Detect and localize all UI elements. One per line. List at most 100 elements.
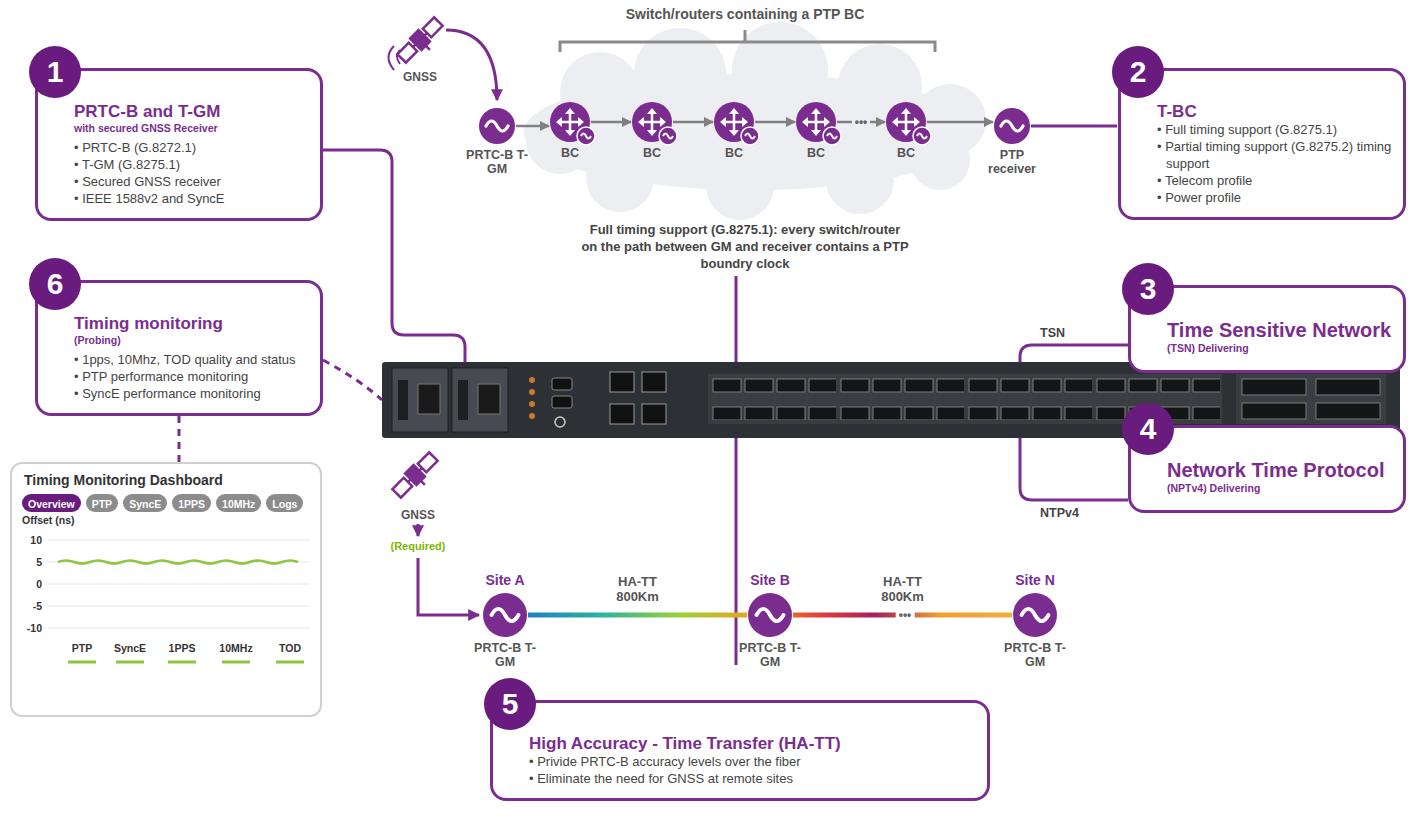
signal-name: TSN <box>1040 326 1065 340</box>
callout-box: PRTC-B and T-GMwith secured GNSS Receive… <box>35 68 323 221</box>
tab-label: SyncE <box>129 498 161 510</box>
bullet-item: • Partial timing support (G.8275.2) timi… <box>1157 139 1393 173</box>
site-clock: Site APRTC-B T-GM <box>483 593 527 637</box>
connector <box>528 613 747 618</box>
icon-label: BC <box>871 146 941 160</box>
dashboard-panel: Timing Monitoring DashboardOverviewPTPSy… <box>10 462 322 717</box>
box-subtitle: (Probing) <box>74 334 310 346</box>
axis-category: 10MHz <box>219 642 252 654</box>
edge-label: HA-TT 800Km <box>603 574 673 605</box>
bullet-item: • Eliminate the need for GNSS at remote … <box>529 771 977 788</box>
box-title: Timing monitoring <box>74 313 310 334</box>
offset-chart <box>48 540 310 662</box>
bullet-item: • Power profile <box>1157 190 1393 207</box>
bracket <box>560 30 935 52</box>
callout-box: Timing monitoring(Probing) • 1pps, 10Mhz,… <box>35 280 323 416</box>
callout-box: High Accuracy - Time Transfer (HA-TT)• P… <box>490 700 990 801</box>
tab-pill: SyncE <box>123 494 167 512</box>
bullet-item: • Privide PRTC-B accuracy levels over th… <box>529 754 977 771</box>
connector <box>673 121 713 124</box>
axis-tick: -10 <box>27 622 42 634</box>
tab-label: Overview <box>28 498 75 510</box>
box-subtitle: (NPTv4) Delivering <box>1167 482 1393 494</box>
router-icon: BC <box>886 102 926 142</box>
router-icon: BC <box>632 102 672 142</box>
signal-name: NTPv4 <box>1040 506 1079 520</box>
axis-title: Offset (ns) <box>22 514 75 526</box>
box-subtitle: (TSN) Delivering <box>1167 342 1393 354</box>
router-icon: BC <box>550 102 590 142</box>
axis-category: 1PPS <box>169 642 196 654</box>
tab-pill: 10MHz <box>216 494 261 512</box>
tab-pill: Logs <box>266 494 303 512</box>
tab-label: PTP <box>92 498 112 510</box>
tab-label: 10MHz <box>222 498 255 510</box>
axis-category: TOD <box>279 642 301 654</box>
connector <box>927 121 993 124</box>
bullet-item: • Full timing support (G.8275.1) <box>1157 122 1393 139</box>
bullet-item: • PRTC-B (G.8272.1) <box>74 140 310 157</box>
icon-label: PRTC-B T-GM <box>470 641 540 670</box>
bullet-item: • Secured GNSS receiver <box>74 174 310 191</box>
box-title: High Accuracy - Time Transfer (HA-TT) <box>529 733 977 754</box>
signal-waves <box>389 46 401 70</box>
satellite-icon <box>391 451 443 503</box>
site-clock: Site BPRTC-B T-GM <box>748 593 792 637</box>
box-subtitle: with secured GNSS Receiver <box>74 122 310 134</box>
note-text: Full timing support (G.8275.1): every sw… <box>580 222 910 273</box>
gnss-arrow <box>417 524 420 536</box>
box-title: Network Time Protocol <box>1167 458 1393 482</box>
callout-number: 5 <box>484 678 536 730</box>
icon-label: PRTC-B T-GM <box>462 148 532 177</box>
edge-label: ••• <box>852 115 871 129</box>
icon-label: BC <box>699 146 769 160</box>
axis-category: SyncE <box>114 642 146 654</box>
callout-number: 3 <box>1122 263 1174 315</box>
dashboard-title: Timing Monitoring Dashboard <box>24 472 308 488</box>
cloud <box>524 22 986 220</box>
router-icon: BC <box>714 102 754 142</box>
axis-tick: 10 <box>30 534 42 546</box>
site-name: Site B <box>750 572 790 588</box>
bullet-item: • PTP performance monitoring <box>74 369 310 386</box>
clock-icon: PRTC-B T-GM <box>479 108 515 144</box>
bullet-item: • SyncE performance monitoring <box>74 386 310 403</box>
clock-icon: PTP receiver <box>994 108 1030 144</box>
gnss-label: GNSS <box>401 508 435 522</box>
icon-label: BC <box>535 146 605 160</box>
bullet-item: • 1pps, 10Mhz, TOD quality and status <box>74 352 310 369</box>
box-title: T-BC <box>1157 101 1393 122</box>
box-title: PRTC-B and T-GM <box>74 101 310 122</box>
tab-pill: 1PPS <box>172 494 211 512</box>
bullet-item: • IEEE 1588v2 and SyncE <box>74 191 310 208</box>
gnss-label: GNSS <box>403 70 437 84</box>
axis-category: PTP <box>72 642 92 654</box>
router-icon: BC <box>796 102 836 142</box>
axis-tick: -5 <box>33 600 42 612</box>
tab-pill: Overview <box>22 494 81 512</box>
connector <box>516 125 549 128</box>
gnss-arrow <box>446 30 497 100</box>
tab-pill: PTP <box>86 494 118 512</box>
gnss-feed <box>418 558 479 615</box>
callout-number: 4 <box>1122 403 1174 455</box>
connector <box>1031 125 1117 128</box>
callout-number: 1 <box>29 46 81 98</box>
icon-label: PRTC-B T-GM <box>735 641 805 670</box>
edge-label: HA-TT 800Km <box>868 574 938 605</box>
callout-number: 6 <box>29 258 81 310</box>
connector <box>591 121 631 124</box>
callout-box: T-BC• Full timing support (G.8275.1)• Pa… <box>1118 68 1406 220</box>
satellite-icon <box>396 16 448 68</box>
site-clock: Site NPRTC-B T-GM <box>1013 593 1057 637</box>
site-name: Site A <box>485 572 524 588</box>
connector <box>755 121 795 124</box>
ellipsis: ••• <box>896 608 915 622</box>
icon-label: BC <box>781 146 851 160</box>
box-title: Time Sensitive Network <box>1167 318 1393 342</box>
axis-tick: 5 <box>36 556 42 568</box>
bracket-label: Switch/routers containing a PTP BC <box>626 6 865 22</box>
callout-number: 2 <box>1112 46 1164 98</box>
site-name: Site N <box>1015 572 1055 588</box>
connector <box>178 416 181 462</box>
